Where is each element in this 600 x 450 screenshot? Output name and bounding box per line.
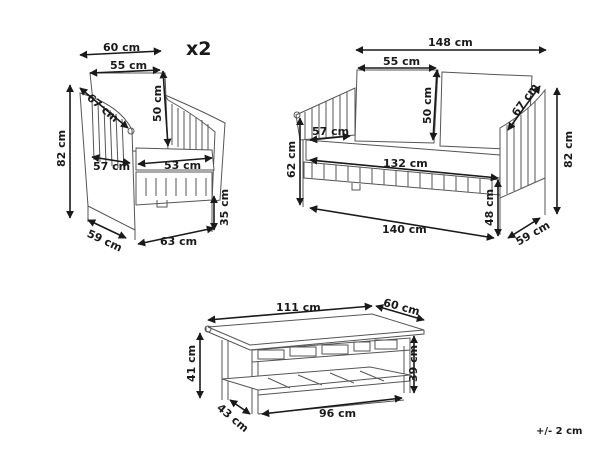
sofa-arm-height-label: 62 cm bbox=[285, 140, 298, 178]
table-top-length-label: 111 cm bbox=[276, 301, 321, 314]
sofa-seat-width-label: 132 cm bbox=[383, 157, 428, 170]
sofa-seat-depth-label: 57 cm bbox=[312, 125, 350, 138]
sofa-height-total-label: 82 cm bbox=[562, 130, 575, 168]
table-height-total-label: 41 cm bbox=[185, 344, 198, 382]
sofa-width-total-label: 148 cm bbox=[428, 36, 473, 49]
coffee-table-dimension-lines bbox=[196, 302, 425, 418]
armchair-seat-depth-label: 57 cm bbox=[93, 160, 131, 173]
armchair-width-total-label: 60 cm bbox=[103, 41, 141, 54]
sofa-seat-height-label: 48 cm bbox=[483, 188, 496, 226]
tolerance-note: +/- 2 cm bbox=[536, 426, 583, 437]
sofa-back-cushion-height-label: 50 cm bbox=[421, 86, 434, 124]
armchair-back-cushion-height-label: 50 cm bbox=[151, 84, 164, 122]
sofa-dimension-lines bbox=[296, 46, 561, 241]
armchair-base-width-label: 63 cm bbox=[160, 235, 198, 248]
armchair-height-total-label: 82 cm bbox=[55, 129, 68, 167]
sofa-drawing bbox=[293, 69, 546, 235]
armchair-seat-width-label: 53 cm bbox=[164, 159, 202, 172]
table-shelf-height-label: 39 cm bbox=[407, 344, 420, 382]
armchair-quantity-label: x2 bbox=[186, 38, 212, 60]
sofa-back-cushion-width-label: 55 cm bbox=[383, 55, 421, 68]
table-base-length-label: 96 cm bbox=[319, 407, 357, 420]
armchair-back-cushion-width-label: 55 cm bbox=[110, 59, 148, 72]
armchair-dimension-lines bbox=[66, 47, 218, 247]
sofa-base-width-label: 140 cm bbox=[382, 223, 427, 236]
armchair-seat-height-label: 35 cm bbox=[218, 188, 231, 226]
